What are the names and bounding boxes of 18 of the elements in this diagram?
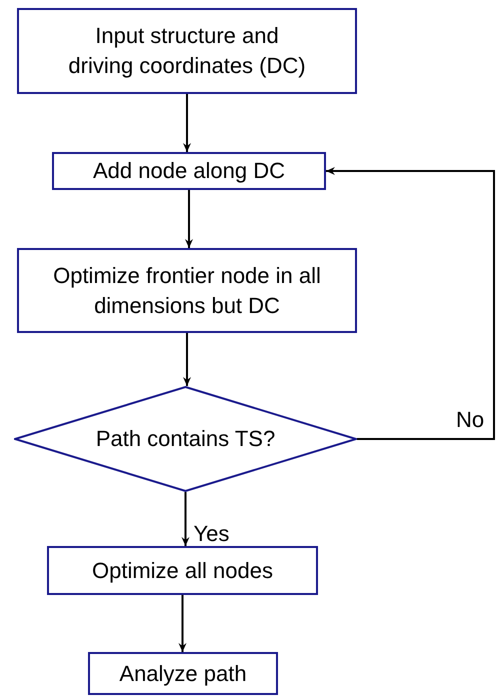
arrow	[182, 492, 190, 546]
step-text: Analyze path	[119, 660, 247, 688]
process-box	[52, 152, 326, 190]
process-box	[17, 8, 357, 94]
arrow	[183, 333, 191, 386]
decision-diamond	[14, 386, 357, 492]
arrow	[183, 94, 191, 152]
process-box	[88, 652, 278, 695]
arrow	[185, 190, 193, 248]
step-text: Optimize all nodes	[92, 556, 273, 585]
arrow	[326, 167, 495, 440]
process-box	[47, 546, 318, 595]
step-text: Path contains TS?	[96, 425, 276, 453]
step-text: Input structure and driving coordinates (DC)	[67, 22, 307, 80]
step-text: Add node along DC	[92, 157, 286, 185]
step-text: Optimize frontier node in all dimensions but DC	[52, 262, 322, 320]
process-box	[17, 248, 357, 333]
arrow	[178, 595, 186, 652]
